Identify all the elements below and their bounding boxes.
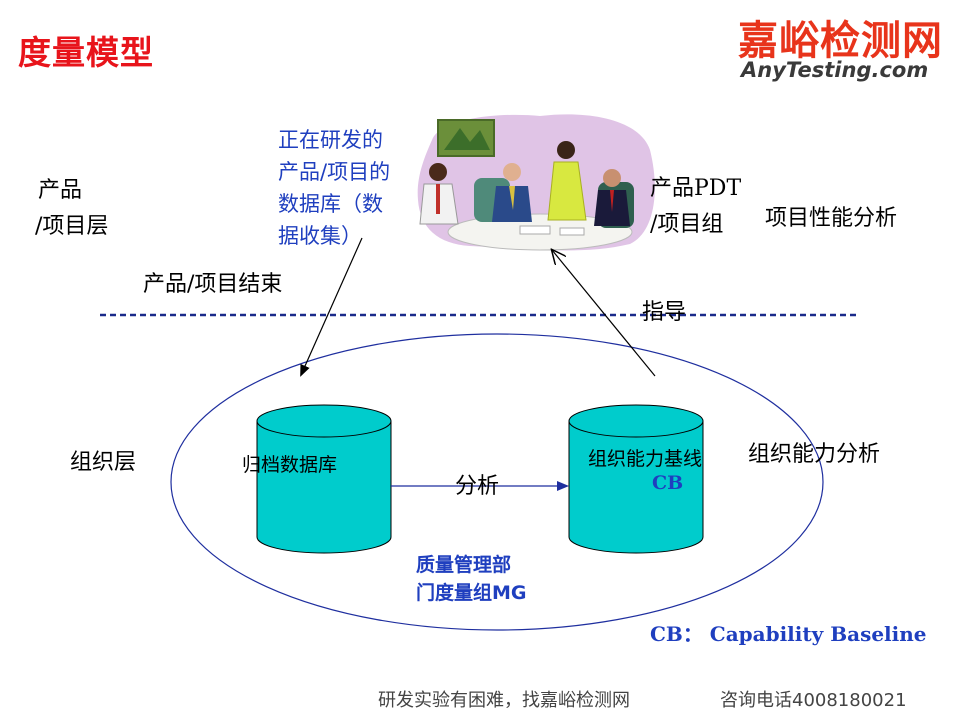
archive-db-label: 归档数据库 xyxy=(242,454,338,476)
qm-dept-label-line1: 质量管理部 xyxy=(416,554,512,576)
product-layer-label-line2: /项目层 xyxy=(35,214,109,239)
db-in-dev-line4: 据收集） xyxy=(278,224,362,248)
org-baseline-cylinder xyxy=(568,404,704,554)
org-baseline-label-line1: 组织能力基线 xyxy=(588,448,703,470)
arrow-product-end xyxy=(300,237,363,377)
db-in-dev-line1: 正在研发的 xyxy=(278,128,383,152)
arrow-guidance xyxy=(552,250,656,377)
page-title: 度量模型 xyxy=(18,33,154,72)
cb-definition: CB： Capability Baseline xyxy=(650,622,927,646)
footer-left: 研发实验有困难，找嘉峪检测网 xyxy=(378,690,630,711)
analysis-label: 分析 xyxy=(455,474,500,499)
logo-cn: 嘉峪检测网 xyxy=(738,18,943,64)
footer-right: 咨询电话4008180021 xyxy=(720,690,907,711)
product-end-label: 产品/项目结束 xyxy=(143,272,283,297)
qm-dept-label-line2: 门度量组MG xyxy=(416,582,527,604)
pdt-label-line1: 产品PDT xyxy=(650,176,742,201)
pdt-label-line2: /项目组 xyxy=(650,212,724,237)
meeting-illustration xyxy=(417,114,655,251)
guidance-label: 指导 xyxy=(642,300,687,325)
org-baseline-label-line2: CB xyxy=(652,472,684,494)
org-layer-label: 组织层 xyxy=(70,450,137,475)
project-perf-label: 项目性能分析 xyxy=(765,206,898,231)
logo-en: AnyTesting.com xyxy=(741,58,929,82)
db-in-dev-line2: 产品/项目的 xyxy=(278,160,391,184)
db-in-dev-line3: 数据库（数 xyxy=(278,192,383,216)
org-capability-label: 组织能力分析 xyxy=(748,442,881,467)
product-layer-label-line1: 产品 xyxy=(38,178,83,203)
archive-db-cylinder xyxy=(256,404,392,554)
organization-ellipse xyxy=(170,333,824,631)
